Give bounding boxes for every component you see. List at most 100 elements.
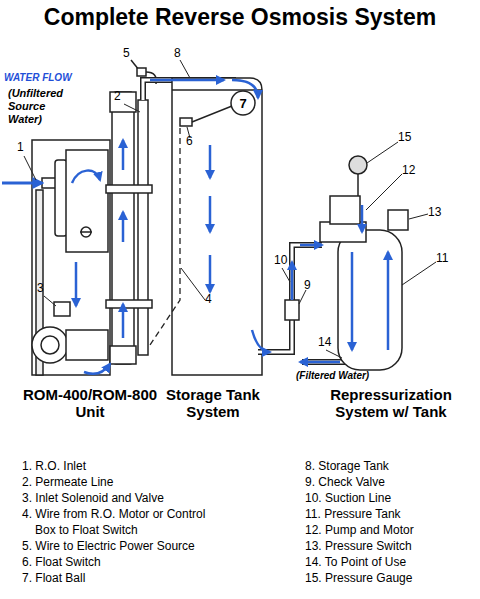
callout-number: 4 [205, 292, 212, 306]
key-item: 1. R.O. Inlet [22, 458, 227, 474]
callout-number: 1 [17, 140, 24, 154]
node-text: 7 [230, 90, 256, 116]
rom-unit [55, 160, 67, 236]
key-item: 3. Inlet Solenoid and Valve [22, 490, 227, 506]
leader-line [299, 290, 306, 304]
storage-tank [172, 78, 262, 375]
flow-arrow [361, 205, 364, 232]
key-item: 7. Float Ball [22, 570, 227, 586]
leader-line [180, 60, 190, 78]
rom-unit [32, 140, 110, 375]
rom-unit [80, 231, 92, 233]
key-item: 14. To Point of Use [305, 554, 475, 570]
key-item: 8. Storage Tank [305, 458, 475, 474]
key-item: 11. Pressure Tank [305, 506, 475, 522]
flow-arrow [2, 182, 42, 185]
flow-arrow [122, 304, 125, 338]
leader-line [326, 350, 342, 358]
callout-number: 12 [402, 163, 415, 177]
storage-tank [192, 106, 232, 122]
callout-number: 10 [274, 253, 287, 267]
membrane-housing [112, 92, 134, 364]
membrane-housing [106, 92, 152, 364]
diagram-title: Complete Reverse Osmosis System [0, 3, 480, 31]
flow-arrow [209, 196, 212, 232]
pressure-tank [357, 174, 359, 196]
rom-unit [42, 178, 56, 188]
leader-line [24, 60, 436, 358]
flow-arrow [300, 361, 340, 364]
outlet-note: (Filtered Water) [296, 370, 396, 382]
membrane-housing [110, 92, 136, 112]
pressure-tank [349, 156, 367, 174]
suction-pipe [258, 245, 322, 352]
flow-arrow [2, 80, 388, 374]
callout-number: 9 [304, 278, 311, 292]
membrane-housing [110, 346, 136, 364]
callout-number: 3 [37, 281, 44, 295]
pressure-tank [388, 210, 408, 230]
flow-heading: WATER FLOW [4, 72, 94, 84]
key-item: 9. Check Valve [305, 474, 475, 490]
flow-arrow [150, 79, 224, 82]
power-plug [137, 68, 146, 76]
leader-line [24, 156, 36, 180]
leader-line [124, 104, 140, 112]
key-item: 6. Float Switch [22, 554, 227, 570]
pressure-tank [338, 230, 402, 370]
pressure-tank [320, 222, 366, 242]
callout-number: 15 [398, 130, 411, 144]
rom-unit [41, 336, 59, 354]
callout-number: 14 [318, 335, 331, 349]
section-label: Repressurization System w/ Tank [318, 386, 464, 420]
key-item: 4. Wire from R.O. Motor or Control Box t… [22, 506, 227, 538]
callout-number: 2 [114, 89, 121, 103]
membrane-housing [106, 300, 152, 308]
pressure-tank [330, 196, 360, 224]
flow-arrow [209, 145, 212, 178]
flow-arrow [252, 330, 270, 352]
key-item: 5. Wire to Electric Power Source [22, 538, 227, 554]
section-label: Storage Tank System [158, 386, 268, 420]
membrane-housing [106, 185, 152, 193]
leader-line [181, 268, 205, 300]
source-note: (Unfiltered Source Water) [8, 87, 70, 126]
suction-pipe [258, 245, 322, 352]
key-item: 2. Permeate Line [22, 474, 227, 490]
float-switch-wire [150, 128, 180, 345]
leader-line [44, 296, 56, 306]
leader-line [366, 174, 402, 210]
flow-arrow [387, 252, 390, 350]
flow-arrow [84, 364, 110, 374]
key-item: 15. Pressure Gauge [305, 570, 475, 586]
suction-pipe [258, 245, 322, 352]
float-ball: 7 [230, 90, 256, 116]
section-label: ROM-400/ROM-800 Unit [8, 386, 172, 420]
callout-number: 13 [428, 205, 441, 219]
pressure-tank [320, 156, 408, 370]
rom-unit [32, 327, 68, 363]
storage-tank [180, 118, 192, 126]
rom-unit [81, 227, 91, 237]
key-item: 10. Suction Line [305, 490, 475, 506]
callout-number: 6 [186, 134, 193, 148]
membrane-housing [138, 100, 148, 355]
callout-number: 11 [436, 251, 448, 265]
leader-line [367, 142, 398, 163]
rom-unit [54, 302, 70, 316]
rom-unit [66, 150, 108, 252]
check-valve [285, 300, 299, 320]
flow-arrow [209, 255, 212, 292]
leader-line [409, 214, 428, 219]
key-item: 13. Pressure Switch [305, 538, 475, 554]
check-valve [285, 300, 299, 320]
rom-unit [32, 140, 110, 375]
rom-unit [66, 330, 108, 360]
flow-arrow [122, 212, 125, 242]
flow-arrow [122, 140, 125, 170]
flow-arrow [75, 262, 78, 306]
key-item: 12. Pump and Motor [305, 522, 475, 538]
flow-arrow [291, 262, 294, 300]
callout-number: 5 [123, 46, 130, 60]
